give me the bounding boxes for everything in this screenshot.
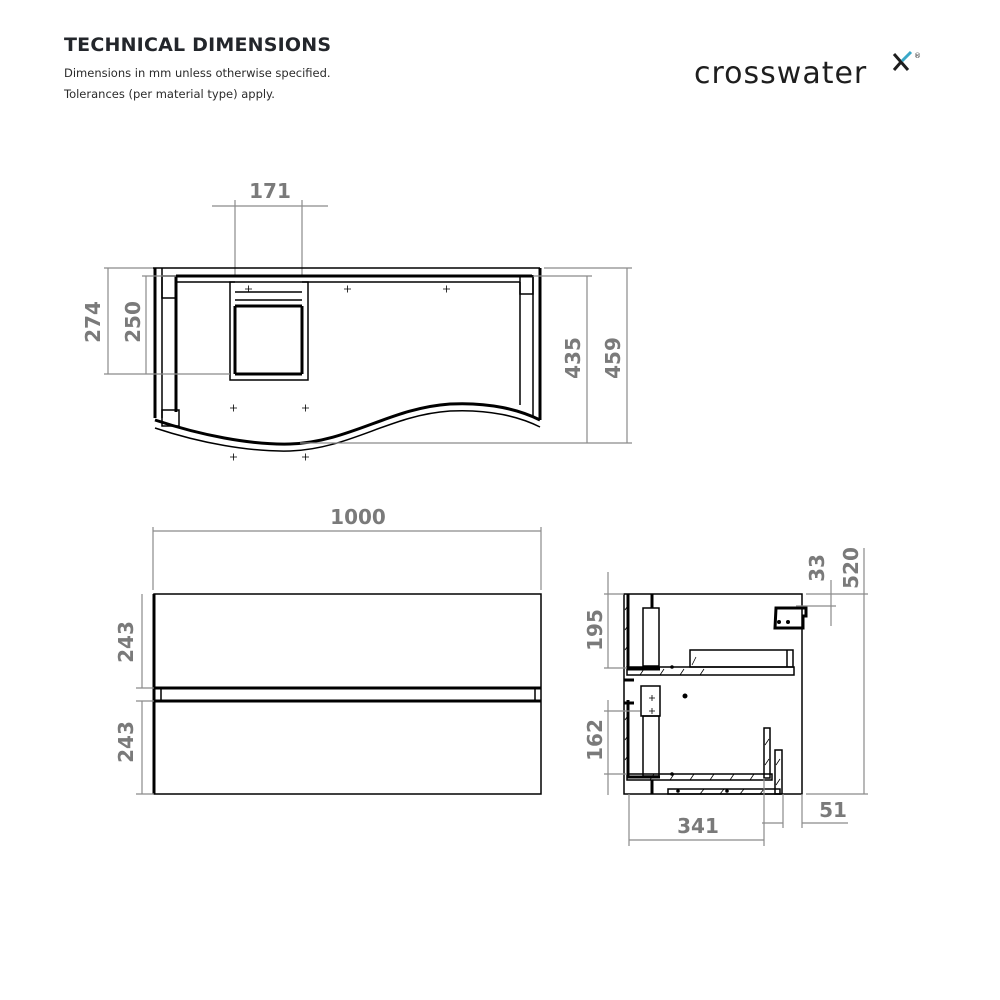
x-mark-icon: ® xyxy=(892,50,921,71)
dim-overall-width: 1000 xyxy=(330,505,386,529)
dim-lower-drawer-internal: 162 xyxy=(583,719,607,761)
dim-lower-drawer-height: 243 xyxy=(114,721,138,763)
dim-left-depth-inner: 250 xyxy=(121,301,145,343)
dim-upper-drawer-internal: 195 xyxy=(583,609,607,651)
dim-rear-gap: 51 xyxy=(819,798,847,822)
page-title: TECHNICAL DIMENSIONS xyxy=(64,34,332,56)
brand-logo: crosswater ® xyxy=(694,50,934,100)
dim-right-depth-inner: 435 xyxy=(561,337,585,379)
dim-basin-width: 171 xyxy=(249,179,291,203)
dim-right-depth-outer: 459 xyxy=(601,337,625,379)
front-view: 1000 243 243 xyxy=(114,505,542,795)
plan-view: 171 xyxy=(81,179,632,461)
dim-overall-height: 520 xyxy=(839,547,863,589)
units-note-line1: Dimensions in mm unless otherwise specif… xyxy=(64,66,331,80)
side-view: 195 162 33 520 341 51 xyxy=(583,547,868,846)
units-note: Dimensions in mm unless otherwise specif… xyxy=(64,63,331,105)
dim-left-depth-outer: 274 xyxy=(81,301,105,343)
units-note-line2: Tolerances (per material type) apply. xyxy=(64,87,275,101)
dim-drawer-depth: 341 xyxy=(677,814,719,838)
header: TECHNICAL DIMENSIONS Dimensions in mm un… xyxy=(64,34,331,105)
logo-wordmark: crosswater xyxy=(694,56,868,91)
dim-upper-drawer-height: 243 xyxy=(114,621,138,663)
registered-mark: ® xyxy=(914,52,921,60)
dim-top-offset: 33 xyxy=(805,554,829,582)
